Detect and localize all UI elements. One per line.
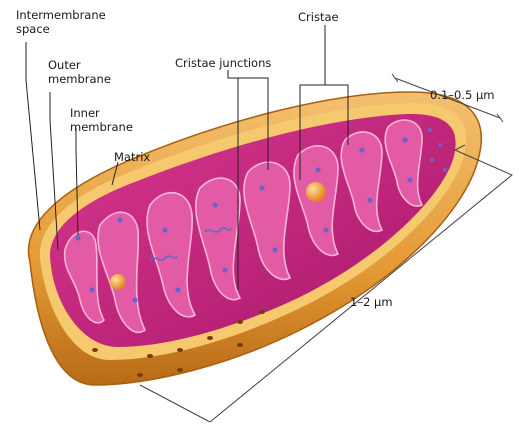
- label-inner-membrane-line1: Inner: [70, 106, 100, 120]
- label-length-dimension: 1–2 µm: [350, 295, 393, 309]
- label-inner-membrane-line2: membrane: [70, 120, 133, 134]
- label-outer-membrane-line1: Outer: [48, 58, 81, 72]
- granule-1: [110, 274, 126, 290]
- label-cristae: Cristae: [298, 10, 339, 24]
- label-intermembrane-space-line2: space: [16, 22, 50, 36]
- label-cristae-junctions: Cristae junctions: [175, 56, 271, 70]
- label-matrix: Matrix: [114, 150, 150, 164]
- label-width-dimension: 0.1–0.5 µm: [430, 88, 495, 102]
- label-intermembrane-space-line1: Intermembrane: [16, 8, 106, 22]
- granule-2: [306, 182, 326, 202]
- label-outer-membrane-line2: membrane: [48, 72, 111, 86]
